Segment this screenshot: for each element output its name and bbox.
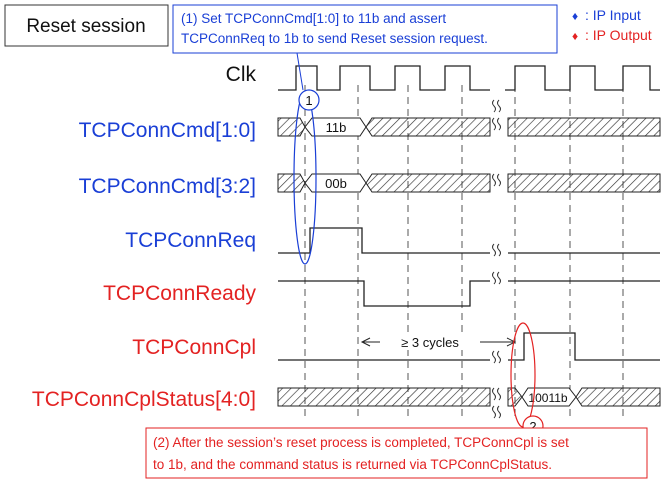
cmd32-bus: 00b [277, 173, 661, 193]
legend-output-marker: ♦ [572, 29, 578, 43]
marker-2: 2 [510, 322, 544, 437]
legend: ♦ : IP Input ♦ : IP Output [572, 7, 652, 43]
clk-waveform [278, 65, 490, 91]
cycles-annotation: ≥ 3 cycles [360, 334, 517, 350]
title-label: Reset session [26, 16, 145, 37]
cycles-label: ≥ 3 cycles [401, 335, 459, 350]
note-1-line-1: (1) Set TCPConnCmd[1:0] to 11b and asser… [181, 11, 446, 26]
signal-tcpconncplstatus: TCPConnCplStatus[4:0] [32, 388, 256, 411]
note-2-line-2: to 1b, and the command status is returne… [153, 457, 552, 472]
clk-waveform-b [505, 65, 660, 91]
marker-2-label: 2 [529, 419, 536, 434]
cmd32-value: 00b [325, 176, 347, 191]
signal-clk: Clk [226, 63, 257, 86]
legend-input-label: : IP Input [585, 7, 641, 23]
signal-tcpconnready: TCPConnReady [103, 282, 256, 305]
signal-tcpconnreq: TCPConnReq [125, 229, 256, 252]
title-box: Reset session [4, 4, 169, 47]
cycle-guides [304, 85, 624, 418]
marker-1-label: 1 [305, 93, 312, 108]
cmd10-bus: 11b [277, 117, 661, 137]
ready-waveform [278, 280, 490, 307]
cplstatus-bus: 10011b [277, 387, 661, 407]
signal-tcpconncpl: TCPConnCpl [132, 336, 256, 359]
note-1-line-2: TCPConnReq to 1b to send Reset session r… [181, 31, 488, 46]
cmd10-value: 11b [326, 120, 347, 135]
marker-1: 1 [293, 52, 320, 265]
legend-input-marker: ♦ [572, 9, 578, 23]
note-2-line-1: (2) After the session’s reset process is… [153, 435, 569, 450]
signal-tcpconncmd-1-0: TCPConnCmd[1:0] [79, 119, 256, 142]
note-1: (1) Set TCPConnCmd[1:0] to 11b and asser… [172, 4, 558, 54]
req-waveform [278, 227, 490, 254]
note-2: (2) After the session’s reset process is… [145, 427, 648, 479]
status-value: 10011b [528, 391, 567, 405]
signal-tcpconncmd-3-2: TCPConnCmd[3:2] [79, 175, 256, 198]
break-marks [492, 99, 501, 419]
legend-output-label: : IP Output [585, 27, 652, 43]
